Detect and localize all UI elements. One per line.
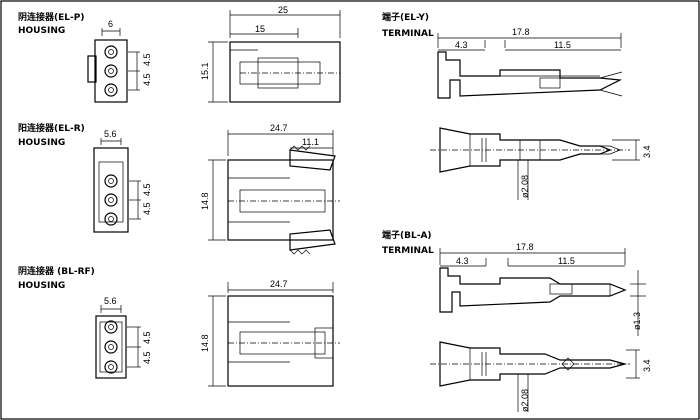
el-y-title: 端子(EL-Y): [382, 11, 429, 23]
bl-rf-front-view: 5.6 4.5 4.5: [95, 296, 152, 379]
dim-y-length: 17.8: [512, 27, 530, 37]
bl-rf-title: 阴连接器 (BL-RF): [18, 265, 95, 277]
bl-rf-side-view: 24.7 14.8: [200, 279, 340, 387]
dim-p-pitch-b: 4.5: [142, 73, 152, 86]
el-y-terminal-top: 3.4 ø2.08: [430, 127, 652, 200]
dim-p-height: 15.1: [200, 62, 210, 80]
el-p-side-view: 25 15 15.1: [200, 5, 341, 103]
dim-y-3-4: 3.4: [642, 145, 652, 158]
el-r-title: 阳连接器(EL-R): [18, 122, 85, 134]
dim-y-11-5: 11.5: [554, 40, 571, 50]
dim-r-pitch-b: 4.5: [142, 202, 152, 215]
dim-rf-length: 24.7: [270, 279, 288, 289]
dim-rf-height: 14.8: [200, 334, 210, 352]
dim-r-length: 24.7: [270, 123, 288, 133]
dim-p-pitch-a: 4.5: [142, 53, 152, 66]
dim-r-width: 5.6: [104, 129, 117, 139]
dim-p-width: 6: [108, 19, 113, 29]
el-r-front-view: 5.6 4.5 4.5: [93, 129, 152, 233]
dim-y-4-3: 4.3: [455, 40, 468, 50]
dim-rf-pitch-b: 4.5: [142, 351, 152, 364]
el-r-subtitle: HOUSING: [18, 138, 65, 148]
bl-a-subtitle: TERMINAL: [382, 246, 434, 256]
dim-a-length: 17.8: [516, 242, 534, 252]
dim-r-height: 14.8: [200, 192, 210, 210]
dim-rf-pitch-a: 4.5: [142, 331, 152, 344]
el-y-subtitle: TERMINAL: [382, 29, 434, 39]
bl-a-terminal-side: 17.8 4.3 11.5 ø1.3: [439, 242, 646, 336]
dim-a-dia-tip: ø1.3: [632, 312, 642, 330]
el-r-side-view: 24.7 11.1 14.8: [200, 123, 340, 255]
dim-a-11-5: 11.5: [558, 256, 575, 266]
el-p-subtitle: HOUSING: [18, 26, 65, 36]
dim-rf-width: 5.6: [104, 296, 117, 306]
dim-y-dia: ø2.08: [520, 175, 530, 198]
dim-r-pitch-a: 4.5: [142, 183, 152, 196]
dim-p-15: 15: [255, 24, 265, 34]
el-p-front-view: 6 4.5 4.5: [87, 19, 152, 103]
el-y-terminal-side: 17.8 4.3 11.5: [437, 27, 623, 99]
el-p-title: 阴连接器(EL-P): [18, 11, 84, 23]
bl-rf-subtitle: HOUSING: [18, 281, 65, 291]
dim-a-4-3: 4.3: [456, 256, 469, 266]
dim-a-3-4: 3.4: [642, 359, 652, 372]
bl-a-title: 端子(BL-A): [382, 229, 432, 241]
dim-a-dia: ø2.08: [520, 389, 530, 412]
dim-p-length: 25: [278, 5, 288, 15]
dim-r-11-1: 11.1: [302, 137, 319, 147]
bl-a-terminal-top: 3.4 ø2.08: [430, 341, 652, 412]
